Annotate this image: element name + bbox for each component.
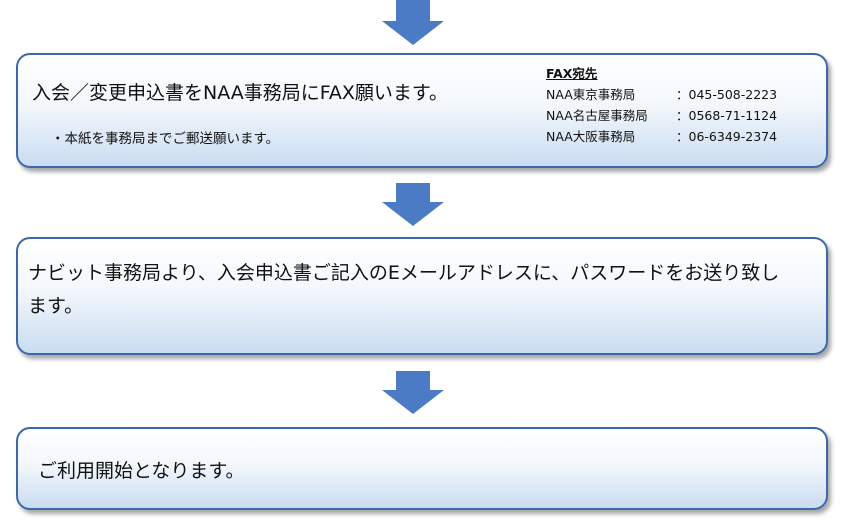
step-1-note: ・本紙を事務局までご郵送願います。 (51, 131, 280, 147)
fax-office: NAA大阪事務局 (546, 129, 636, 144)
fax-entry: NAA大阪事務局 ：06-6349-2374 (546, 126, 777, 147)
fax-number: ：06-6349-2374 (676, 129, 778, 144)
fax-number: ：045-508-2223 (676, 87, 778, 102)
step-1-main-text: 入会／変更申込書をNAA事務局にFAX願います。 (32, 82, 449, 104)
fax-office: NAA名古屋事務局 (546, 108, 648, 123)
step-box-fax: 入会／変更申込書をNAA事務局にFAX願います。 ・本紙を事務局までご郵送願いま… (16, 53, 828, 168)
fax-destinations: FAX宛先 NAA東京事務局 ：045-508-2223 NAA名古屋事務局 ：… (546, 63, 777, 147)
fax-title: FAX宛先 (546, 66, 598, 81)
fax-entry: NAA名古屋事務局 ：0568-71-1124 (546, 105, 777, 126)
fax-entry: NAA東京事務局 ：045-508-2223 (546, 84, 777, 105)
fax-number: ：0568-71-1124 (676, 108, 778, 123)
step-3-main-text: ご利用開始となります。 (38, 460, 245, 482)
step-box-password: ナビット事務局より、入会申込書ご記入のEメールアドレスに、パスワードをお送り致し… (16, 237, 828, 355)
step-2-main-text: ナビット事務局より、入会申込書ご記入のEメールアドレスに、パスワードをお送り致し… (28, 262, 780, 317)
fax-office: NAA東京事務局 (546, 87, 636, 102)
step-box-start: ご利用開始となります。 (16, 427, 828, 510)
